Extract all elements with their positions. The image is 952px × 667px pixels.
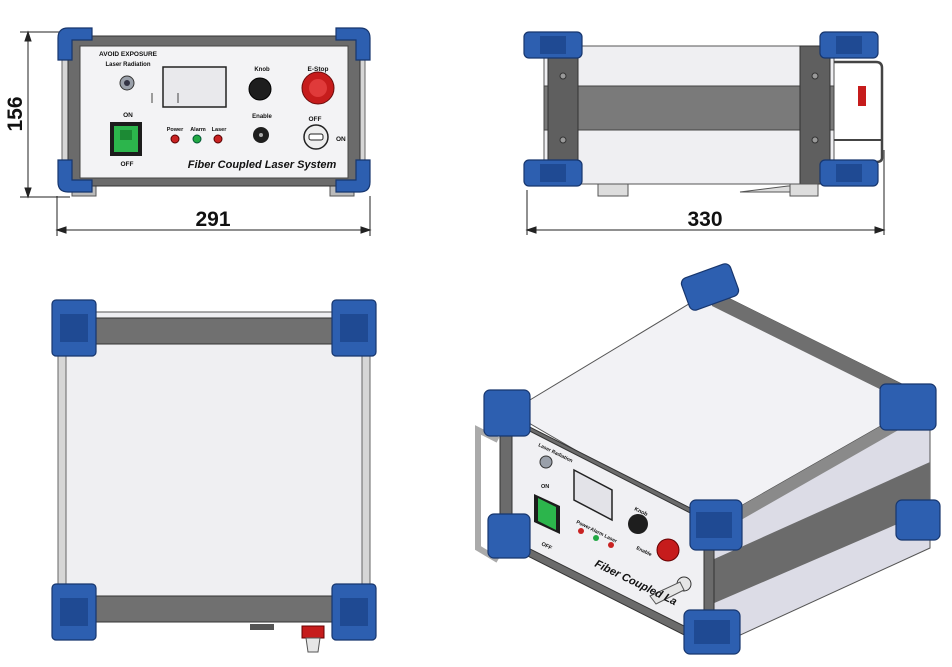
power-switch-shade-icon: [120, 130, 132, 140]
iso-laser-label: Laser: [603, 533, 618, 544]
top-band-back: [63, 317, 365, 345]
top-estop-icon: [301, 625, 325, 639]
key-off-label: OFF: [309, 116, 322, 123]
power-led: [170, 134, 180, 144]
iso-edge-band: [706, 398, 930, 540]
iso-knob[interactable]: [628, 514, 648, 534]
screw-icon: [559, 136, 567, 144]
corner-protector: [879, 383, 937, 431]
iso-side-band: [712, 462, 930, 604]
enable-dot-icon: [259, 133, 263, 137]
knob-label: Knob: [254, 67, 270, 73]
depth-dimension: [525, 150, 886, 235]
iso-key-icon: [649, 581, 685, 605]
width-dimension-label: 291: [195, 208, 230, 231]
enable-label: Enable: [252, 114, 272, 120]
laser-led-label: Laser: [212, 127, 228, 133]
side-view: 330: [523, 31, 886, 235]
iso-alarm-label: Alarm: [589, 526, 605, 538]
corner-protector-detail: [694, 620, 730, 644]
iso-switch-rocker-icon: [538, 498, 556, 530]
iso-top-rail: [712, 290, 930, 414]
iso-fiber-port-icon: [539, 455, 553, 469]
alarm-led-label: Alarm: [190, 127, 206, 133]
corner-protector-detail: [836, 164, 862, 182]
side-band: [543, 85, 835, 131]
corner-protector-detail: [836, 36, 862, 54]
height-dimension-label: 156: [4, 96, 27, 131]
iso-knob-label: Knob: [633, 506, 649, 518]
corner-protector: [57, 27, 93, 61]
estop-label: E-Stop: [308, 66, 329, 73]
corner-protector: [487, 513, 531, 559]
key-slot-icon: [308, 133, 324, 141]
top-band-front: [63, 595, 365, 623]
front-view: 156 291 AVOID EXPOSURE Laser Radiation: [4, 27, 372, 236]
estop-cap-icon: [309, 79, 327, 97]
iso-estop-button[interactable]: [656, 538, 680, 562]
depth-dimension-label: 330: [687, 208, 722, 231]
alarm-led: [192, 134, 202, 144]
screw-icon: [811, 72, 819, 80]
corner-protector-detail: [696, 512, 732, 538]
iso-switch-on-label: ON: [541, 484, 549, 490]
corner-protector: [895, 499, 941, 541]
corner-protector-detail: [60, 598, 88, 626]
top-handle-right: [361, 343, 371, 597]
fiber-port-core-icon: [124, 80, 130, 86]
iso-laser-led: [608, 542, 614, 548]
corner-protector-detail: [540, 36, 566, 54]
width-dimension: [55, 196, 372, 236]
iso-switch-off-label: OFF: [540, 541, 553, 551]
key-on-label: ON: [336, 136, 346, 143]
corner-protector: [680, 263, 740, 311]
knob[interactable]: [248, 77, 272, 101]
corner-protector: [57, 159, 93, 193]
switch-off-label: OFF: [121, 161, 134, 168]
side-handle: [834, 60, 884, 164]
screw-icon: [811, 136, 819, 144]
foot: [597, 183, 629, 197]
corner-protector-detail: [340, 598, 368, 626]
corner-protector: [335, 27, 371, 61]
isometric-view: Laser Radiation ON OFF Power Alarm Laser…: [475, 263, 941, 655]
product-name-label: Fiber Coupled Laser System: [188, 159, 337, 171]
top-view: [51, 299, 377, 653]
side-estop-icon: [858, 86, 866, 106]
switch-on-label: ON: [123, 112, 133, 119]
top-handle-left: [57, 343, 67, 597]
corner-protector-detail: [540, 164, 566, 182]
corner-protector: [335, 159, 371, 193]
laser-radiation-label: Laser Radiation: [105, 62, 150, 68]
top-key-icon: [305, 637, 321, 653]
corner-protector: [483, 389, 531, 437]
iso-power-led: [578, 528, 584, 534]
lcd-display: [162, 66, 227, 108]
foot: [789, 183, 819, 197]
iso-display: [573, 468, 613, 522]
corner-protector-detail: [340, 314, 368, 342]
top-body: [63, 311, 365, 623]
power-led-label: Power: [167, 127, 184, 133]
warning-label: AVOID EXPOSURE: [99, 51, 158, 58]
iso-alarm-led: [593, 535, 599, 541]
laser-led: [213, 134, 223, 144]
iso-power-label: Power: [575, 519, 591, 531]
top-knob-edge: [250, 624, 274, 630]
screw-icon: [559, 72, 567, 80]
corner-protector-detail: [60, 314, 88, 342]
